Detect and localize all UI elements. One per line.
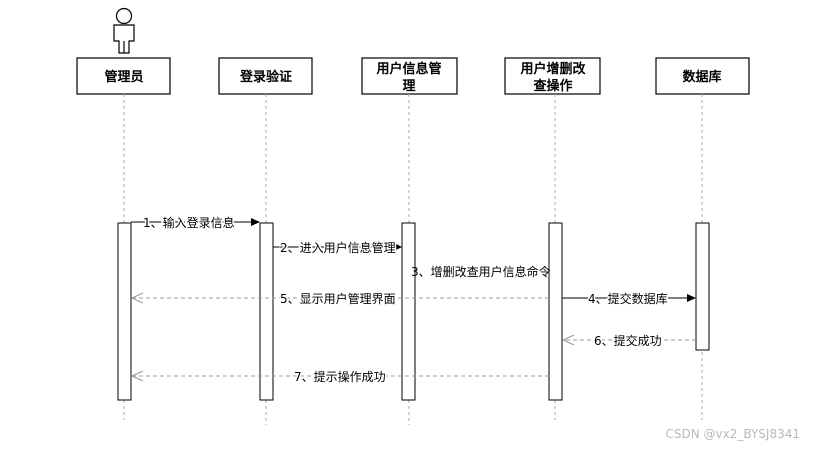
activation-bar-login — [259, 222, 274, 401]
lifeline-title-admin: 管理员 — [104, 69, 143, 85]
activation-bar-admin — [117, 222, 132, 401]
lifeline-header-login — [218, 57, 313, 95]
lifeline-header-crud — [504, 57, 601, 95]
message-label-1: 1、输入登录信息 — [143, 215, 235, 230]
lifeline-title-crud-line2: 查操作 — [532, 78, 572, 94]
lifeline-header-db — [655, 57, 750, 95]
message-arrow-1 — [131, 218, 260, 226]
message-label-5: 5、显示用户管理界面 — [280, 291, 396, 306]
message-label-6: 6、提交成功 — [594, 333, 662, 348]
watermark-text: CSDN @vx2_BYSJ8341 — [666, 427, 800, 441]
message-label-2: 2、进入用户信息管理 — [280, 240, 396, 255]
message-label-7: 7、提示操作成功 — [294, 369, 386, 384]
message-arrow-6 — [561, 334, 696, 346]
lifeline-title-usermgmt-line2: 理 — [402, 79, 415, 94]
activation-bar-usermgmt — [401, 222, 416, 401]
lifeline-title-usermgmt-line1: 用户信息管 — [375, 61, 441, 77]
activation-bar-crud — [548, 222, 563, 401]
message-arrow-5 — [130, 292, 549, 304]
lifeline-title-login: 登录验证 — [239, 69, 292, 85]
message-arrow-4 — [562, 294, 696, 302]
message-arrow-2 — [273, 243, 402, 251]
activation-bar-db — [695, 222, 710, 351]
lifeline-title-db: 数据库 — [682, 69, 721, 85]
actor-person-icon — [113, 7, 135, 54]
message-label-4: 4、提交数据库 — [588, 291, 668, 306]
lifeline-title-crud-line1: 用户增删改 — [519, 61, 586, 77]
message-arrow-7 — [130, 370, 549, 382]
message-label-3: 3、增删改查用户信息命令 — [411, 264, 551, 279]
